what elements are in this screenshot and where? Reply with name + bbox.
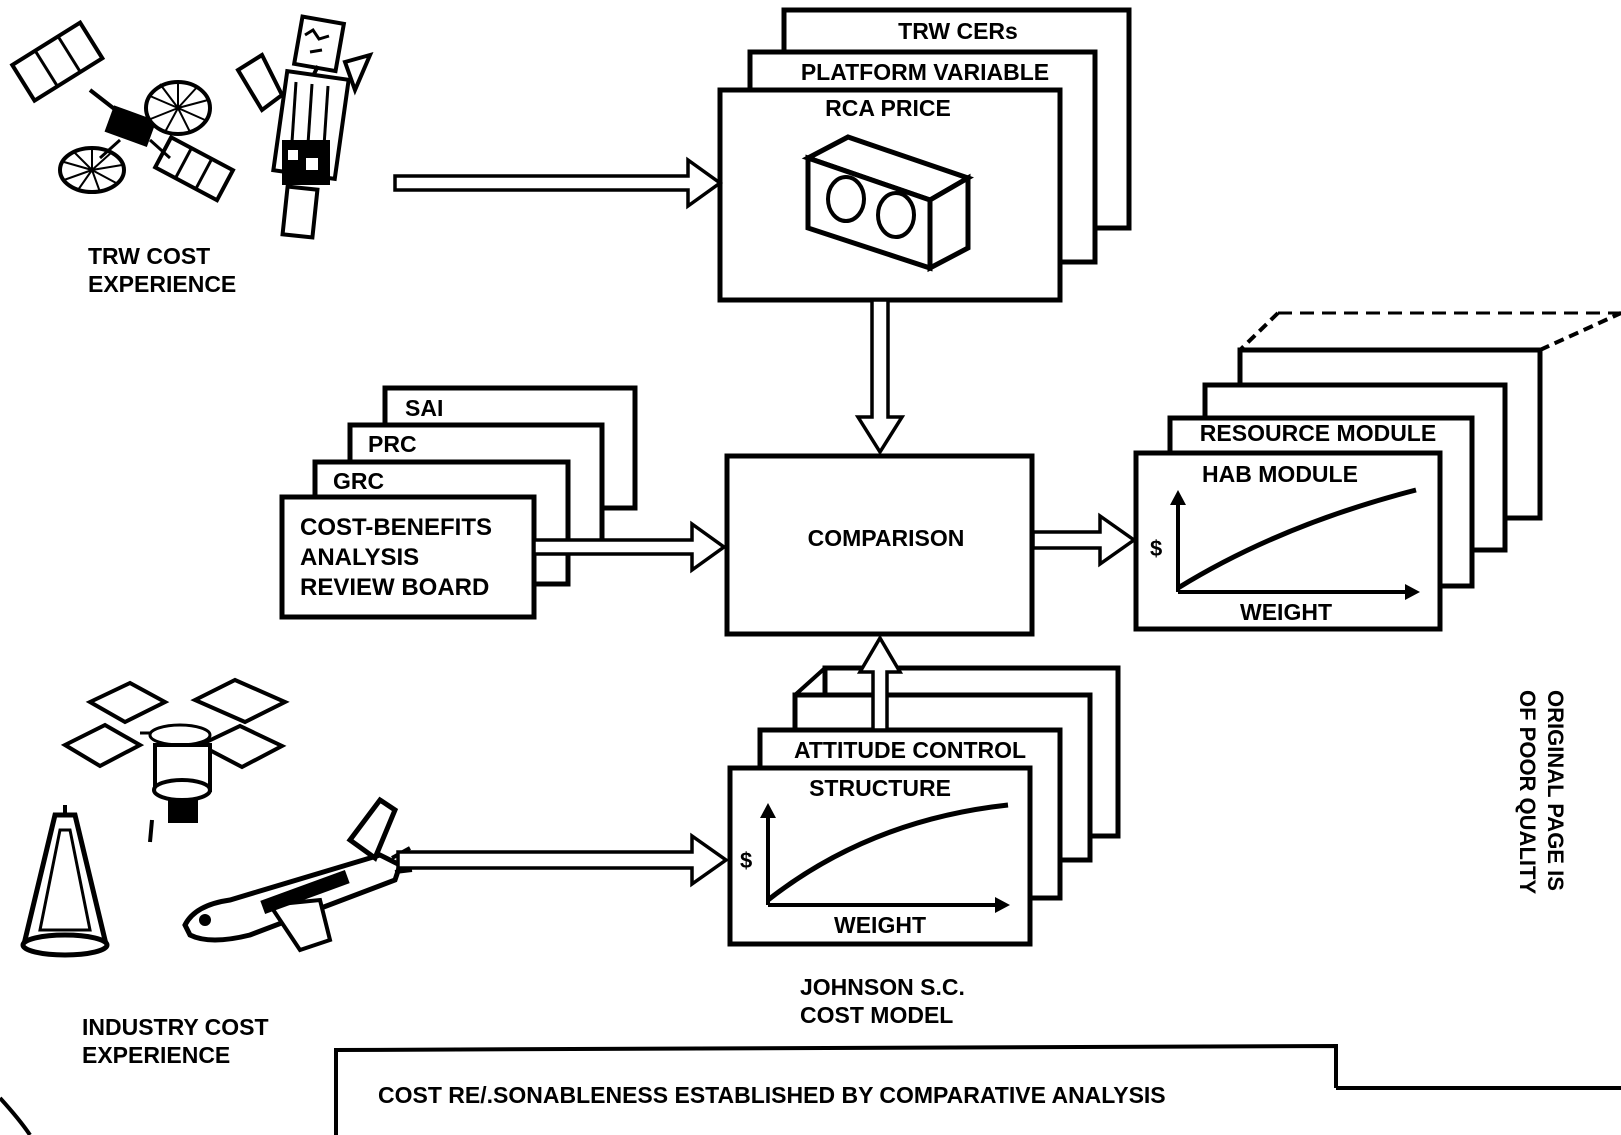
caption-box bbox=[334, 1043, 1338, 1135]
jsc-model-label-line2: COST MODEL bbox=[800, 1002, 953, 1028]
arrow-trw-to-top-stack bbox=[393, 156, 723, 210]
hab-module-label: HAB MODULE bbox=[1202, 461, 1358, 487]
comparison-label: COMPARISON bbox=[808, 525, 965, 551]
arrow-left-to-comparison bbox=[532, 520, 727, 574]
left-stack: SAI PRC GRC COST-BENEFITS ANALYSIS REVIE… bbox=[279, 385, 638, 620]
telescope-satellite-icon bbox=[235, 14, 374, 240]
structure-cost-curve bbox=[766, 802, 1009, 902]
trw-cost-label-line2: EXPERIENCE bbox=[88, 271, 236, 297]
arrow-comparison-to-right bbox=[1031, 512, 1138, 568]
arrow-top-to-comparison bbox=[854, 298, 906, 456]
structure-y-axis-label: $ bbox=[740, 848, 752, 873]
hab-x-axis-arrow-icon bbox=[1405, 584, 1420, 600]
cost-benefits-card bbox=[279, 494, 537, 620]
page-corner bbox=[0, 1096, 32, 1135]
rca-price-label: RCA PRICE bbox=[825, 95, 951, 121]
structure-x-axis-arrow-icon bbox=[995, 897, 1010, 913]
hab-y-axis-label: $ bbox=[1150, 536, 1162, 561]
attitude-control-label: ATTITUDE CONTROL bbox=[794, 737, 1026, 763]
bottom-stack: ATTITUDE CONTROL STRUCTURE $ WEIGHT bbox=[727, 665, 1121, 947]
rca-price-box-icon bbox=[801, 134, 975, 273]
hab-y-axis-arrow-icon bbox=[1170, 490, 1186, 505]
hab-cost-curve bbox=[1176, 487, 1417, 591]
arrow-industry-to-bottom-stack bbox=[396, 832, 730, 888]
hab-module-card bbox=[1133, 450, 1443, 632]
arrow-bottom-to-comparison bbox=[856, 634, 904, 732]
right-stack: RESOURCE MODULE HAB MODULE $ WEIGHT bbox=[1133, 311, 1621, 632]
industry-cost-label-line2: EXPERIENCE bbox=[82, 1042, 230, 1068]
grc-label: GRC bbox=[333, 468, 384, 494]
watermark-line2: OF POOR QUALITY bbox=[1515, 690, 1540, 894]
watermark-line1: ORIGINAL PAGE IS bbox=[1543, 690, 1568, 891]
cost-benefits-line2: ANALYSIS bbox=[300, 544, 419, 571]
prc-label: PRC bbox=[368, 431, 417, 457]
structure-card bbox=[727, 765, 1033, 947]
comparison-box bbox=[724, 453, 1035, 637]
space-station-icon bbox=[60, 677, 290, 843]
cost-benefits-line3: REVIEW BOARD bbox=[300, 574, 489, 601]
cost-benefits-line1: COST-BENEFITS bbox=[300, 514, 492, 541]
hab-x-axis-label: WEIGHT bbox=[1240, 599, 1332, 625]
capsule-icon bbox=[20, 805, 110, 958]
structure-label: STRUCTURE bbox=[809, 775, 951, 801]
watermark: ORIGINAL PAGE IS OF POOR QUALITY bbox=[1515, 690, 1568, 894]
trw-cers-label: TRW CERs bbox=[898, 18, 1018, 44]
jsc-model-label-line1: JOHNSON S.C. bbox=[800, 974, 965, 1000]
caption-text: COST RE/.SONABLENESS ESTABLISHED BY COMP… bbox=[378, 1082, 1166, 1108]
resource-module-label: RESOURCE MODULE bbox=[1200, 420, 1436, 446]
sai-label: SAI bbox=[405, 395, 443, 421]
space-shuttle-icon bbox=[182, 796, 413, 953]
top-stack: TRW CERs PLATFORM VARIABLE RCA PRICE bbox=[717, 7, 1132, 303]
platform-variable-label: PLATFORM VARIABLE bbox=[801, 59, 1049, 85]
structure-x-axis-label: WEIGHT bbox=[834, 912, 926, 938]
structure-y-axis-arrow-icon bbox=[760, 803, 776, 818]
trw-cost-label-line1: TRW COST bbox=[88, 243, 210, 269]
industry-cost-label-line1: INDUSTRY COST bbox=[82, 1014, 269, 1040]
satellite-illustration-icon bbox=[9, 19, 236, 203]
